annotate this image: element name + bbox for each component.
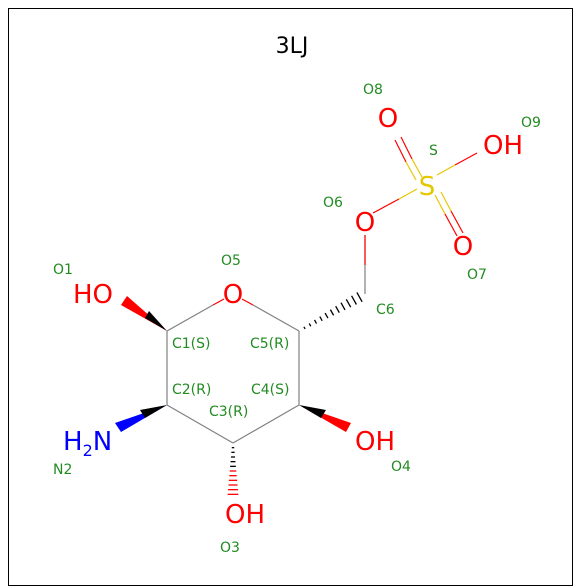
hash-c5-c6-stroke bbox=[351, 295, 357, 305]
sulfur-bond-segments bbox=[398, 158, 456, 215]
bond-c2-c3 bbox=[166, 404, 234, 444]
bond-o6-s-red bbox=[372, 198, 400, 214]
bond-s-o8-red-b bbox=[394, 139, 407, 163]
atom-o6-symbol: O bbox=[355, 208, 375, 238]
atom-n2-n: N bbox=[93, 427, 112, 457]
bond-c3-c4 bbox=[232, 404, 300, 444]
hash-c5-c6-stroke bbox=[303, 326, 306, 330]
bond-s-o9-yellow bbox=[436, 164, 456, 176]
label-c3: C3(R) bbox=[209, 404, 248, 420]
bond-s-o7-yellow-b bbox=[440, 191, 452, 212]
molecule-title: 3LJ bbox=[276, 34, 309, 59]
bond-s-o7-yellow-a bbox=[434, 194, 446, 215]
bond-o5-seg-right bbox=[241, 298, 254, 306]
label-o3: O3 bbox=[220, 540, 240, 556]
label-s: S bbox=[429, 143, 438, 159]
hash-c5-c6-stroke bbox=[356, 292, 363, 303]
atom-s-symbol: S bbox=[419, 172, 436, 202]
hash-c5-c6-stroke bbox=[345, 298, 352, 308]
bond-o6-s-yellow bbox=[398, 188, 418, 200]
atom-o8-symbol: O bbox=[378, 104, 398, 134]
atom-o7-symbol: O bbox=[453, 232, 473, 262]
hash-c5-c6-stroke bbox=[329, 309, 335, 316]
hash-c5-c6-stroke bbox=[319, 316, 323, 322]
label-o7: O7 bbox=[467, 267, 487, 283]
label-c1: C1(S) bbox=[172, 336, 211, 352]
label-c2: C2(R) bbox=[172, 382, 211, 398]
label-o6: O6 bbox=[323, 195, 343, 211]
wedge-c2-n2-black bbox=[140, 405, 167, 418]
atom-n2-subscript: 2 bbox=[83, 441, 93, 460]
label-o8: O8 bbox=[363, 82, 383, 98]
bond-o5-seg-left bbox=[212, 298, 225, 306]
bond-s-o9-red bbox=[454, 152, 478, 166]
molecule-diagram: 3LJ bbox=[53, 34, 541, 556]
label-o5: O5 bbox=[221, 253, 241, 269]
atom-n2-h: H bbox=[63, 427, 83, 457]
hash-c5-c6-stroke bbox=[335, 305, 340, 313]
bond-s-o8-yellow-a bbox=[411, 158, 423, 178]
oxygen-bond-segments bbox=[212, 136, 478, 306]
label-c4: C4(S) bbox=[251, 382, 290, 398]
label-o1: O1 bbox=[53, 262, 73, 278]
wedge-c4-o4-black bbox=[299, 405, 326, 418]
hash-c5-c6-stroke bbox=[308, 323, 312, 327]
bond-s-o8-red-a bbox=[400, 136, 413, 160]
atom-o9-symbol: OH bbox=[483, 131, 523, 161]
label-c5: C5(R) bbox=[250, 336, 289, 352]
atom-o4-symbol: OH bbox=[355, 427, 395, 457]
hash-c3-o3 bbox=[227, 447, 239, 495]
hash-c5-c6-stroke bbox=[340, 302, 346, 311]
hash-c5-c6 bbox=[303, 292, 363, 330]
atom-o3-symbol: OH bbox=[225, 500, 265, 530]
atom-o5-symbol: O bbox=[223, 280, 243, 310]
label-o4: O4 bbox=[391, 459, 411, 475]
bond-s-o8-yellow-b bbox=[405, 161, 417, 181]
bond-s-o7-red-a bbox=[444, 213, 458, 237]
diagram-frame: 3LJ bbox=[8, 8, 573, 586]
hash-c5-c6-stroke bbox=[324, 312, 329, 319]
hash-c5-c6-stroke bbox=[313, 319, 318, 324]
bond-c1-o5 bbox=[166, 304, 214, 332]
label-o9: O9 bbox=[521, 115, 541, 131]
label-n2: N2 bbox=[53, 462, 72, 478]
atom-o1-symbol: HO bbox=[73, 280, 113, 310]
bond-c5-o5 bbox=[252, 304, 300, 332]
label-c6: C6 bbox=[376, 302, 395, 318]
ring-bonds bbox=[166, 235, 366, 444]
bond-s-o7-red-b bbox=[450, 210, 464, 234]
atom-n2-symbol: H2N bbox=[63, 427, 112, 460]
wedge-c1-o1-black bbox=[145, 311, 167, 331]
